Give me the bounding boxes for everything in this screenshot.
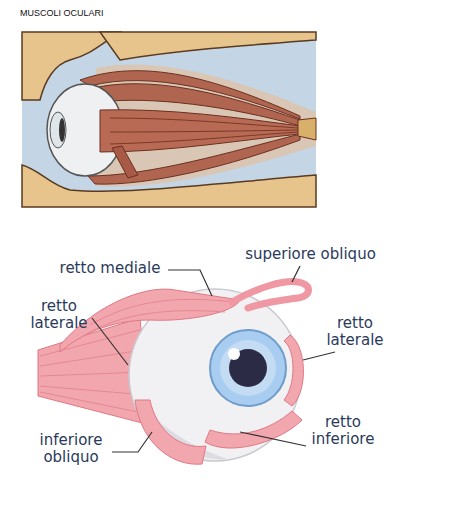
muscle-label: retto laterale [316,315,394,349]
pupil [229,349,267,387]
iris-side [59,118,65,142]
cornea [50,112,66,148]
muscle-striation [110,118,298,144]
muscle-label: retto laterale [20,298,98,332]
muscle-label: retto mediale [50,260,170,277]
inferior-oblique [135,400,206,464]
iris [210,330,286,406]
muscle-label: inferiore obliquo [25,432,117,466]
leader-line [240,432,306,446]
leader-line [168,270,212,296]
orbit-bone [100,32,316,60]
optic-nerve [298,118,316,140]
highlight [228,348,240,360]
lateral-rectus [100,110,300,152]
page-title: MUSCOLI OCULARI [20,8,104,18]
muscle-label: superiore obliquo [228,246,393,263]
inferior-oblique [112,146,138,178]
superior-oblique [232,282,309,308]
leader-line [292,266,300,282]
leader-line [303,352,335,360]
iris-ring [220,340,276,396]
panel-background [22,32,316,207]
leader-line [112,432,152,452]
leader-line [92,318,128,365]
muscle-label: retto inferiore [300,414,386,448]
